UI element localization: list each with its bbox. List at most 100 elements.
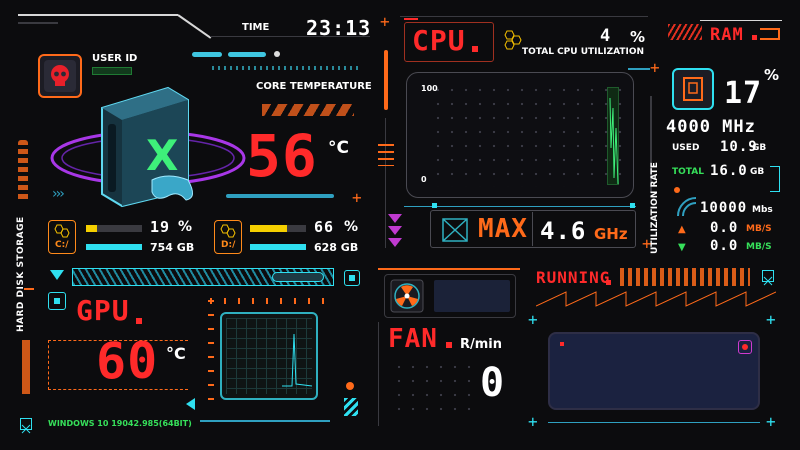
- console-device-illustration: X: [50, 86, 246, 208]
- drive-c-size: 754 GB: [150, 241, 195, 254]
- network-speed-unit: Mbs: [752, 205, 773, 215]
- triangle-stack-icon: [388, 214, 402, 252]
- hexagon-cluster-icon: [504, 30, 522, 50]
- signal-arc-icon: [677, 197, 697, 217]
- cpu-chart-frame-bottom: [404, 206, 636, 207]
- hexagon-icon: [220, 224, 236, 238]
- running-crosshair-1: +: [528, 310, 538, 329]
- max-frame: [430, 210, 636, 248]
- cpu-header-line: [400, 16, 648, 17]
- cpu-chart-bottom-label: 0: [421, 175, 427, 184]
- hazard-stripes: [262, 104, 354, 116]
- download-unit: MB/S: [746, 242, 772, 252]
- gpu-chart-ticks-top: [210, 298, 330, 304]
- cpu-utilization-unit: %: [630, 28, 646, 46]
- svg-text:X: X: [146, 131, 178, 180]
- chip-box-icon: [442, 218, 468, 242]
- scanner-button[interactable]: [344, 270, 360, 286]
- ram-side-bar: [650, 96, 652, 192]
- chain-decor-2: [22, 340, 30, 394]
- drive-d-percent-unit: %: [344, 219, 359, 235]
- header-frame-left-2: [18, 22, 58, 24]
- running-screen: [548, 332, 760, 410]
- running-crosshair-3: +: [528, 412, 538, 431]
- ram-percent-unit: %: [764, 66, 780, 84]
- drive-c-icon[interactable]: C:/: [48, 220, 76, 254]
- header-frame-right: [210, 36, 370, 37]
- core-temp-unit: °C: [328, 138, 349, 158]
- drive-c-letter: C:/: [55, 240, 69, 250]
- drive-d-icon[interactable]: D:/: [214, 220, 242, 254]
- fan-value: 0: [480, 360, 506, 406]
- ram-title: RAM: [710, 25, 744, 45]
- cpu-title-frame: [404, 22, 494, 62]
- utilization-rate-label: UTILIZATION RATE: [650, 162, 660, 254]
- status-dot: [274, 51, 280, 57]
- running-sawtooth: [536, 291, 776, 307]
- fan-title: FAN: [388, 324, 438, 354]
- ram-used-unit: GB: [752, 143, 767, 153]
- gpu-frame: [48, 340, 188, 390]
- close-box-icon[interactable]: [20, 418, 32, 434]
- progress-track-decor: [226, 194, 334, 198]
- fan-screen: [434, 280, 510, 312]
- ram-orange-dot: [674, 187, 680, 193]
- download-icon: ▼: [678, 242, 686, 253]
- max-unit: GHz: [594, 225, 628, 243]
- header-frame-slant: [177, 14, 212, 39]
- running-crosshair-2: +: [766, 310, 776, 329]
- running-close-icon[interactable]: [762, 270, 774, 286]
- ram-header-bracket: [760, 28, 780, 40]
- drive-c-cyan-bar: [86, 244, 142, 250]
- triangle-left-icon: [186, 398, 195, 410]
- drive-d-bar-fill: [250, 225, 287, 232]
- running-crosshair-4: +: [766, 412, 776, 431]
- fan-title-dot: [446, 342, 452, 348]
- cpu-utilization: 4: [600, 26, 612, 46]
- cpu-utilization-label: TOTAL CPU UTILIZATION: [522, 47, 645, 57]
- user-id-label: USER ID: [92, 53, 138, 64]
- crosshair-ram: +: [650, 58, 660, 77]
- drive-c-bar-fill: [86, 225, 97, 232]
- crosshair-decor: +: [352, 188, 362, 207]
- time-label: TIME: [242, 22, 270, 33]
- fan-panel: [378, 322, 520, 426]
- drive-d-size: 628 GB: [314, 241, 359, 254]
- gpu-chart-base: [200, 420, 330, 422]
- cpu-usage-chart: 100 0: [406, 72, 634, 198]
- cpu-chart-frame-dot: [432, 203, 437, 208]
- ram-stripes: [668, 24, 702, 40]
- header-frame-left: [18, 14, 178, 16]
- orange-dot: [346, 382, 354, 390]
- ram-total-unit: GB: [750, 167, 765, 177]
- cpu-chart-top-label: 100: [421, 84, 438, 93]
- upload-value: 0.0: [710, 220, 739, 236]
- drive-d-bar: [250, 225, 306, 232]
- hexagon-icon: [54, 224, 70, 238]
- ram-bracket: [770, 166, 780, 192]
- avatar[interactable]: [38, 54, 82, 98]
- hard-disk-label: HARD DISK STORAGE: [16, 216, 26, 332]
- gpu-chart-ticks-left: [208, 300, 214, 410]
- drive-c-bar: [86, 225, 142, 232]
- cpu-title: CPU: [412, 24, 466, 57]
- cyan-slashes: [344, 398, 358, 416]
- grid-tick-row: [212, 66, 362, 70]
- ram-chip-icon[interactable]: [672, 68, 714, 110]
- divider-line-v: [385, 118, 386, 248]
- cpu-chart-frame-dot-2: [630, 203, 635, 208]
- ram-header-line: [700, 20, 782, 21]
- fan-icon-panel: [384, 274, 516, 318]
- upload-icon: ▲: [678, 224, 686, 235]
- user-id-value: [92, 67, 132, 75]
- gpu-value: 60: [96, 332, 159, 390]
- network-speed: 10000: [700, 200, 748, 216]
- memory-chip-icon: [683, 77, 703, 101]
- cpu-header-line-blue: [628, 68, 650, 70]
- running-title-dot: [606, 280, 611, 285]
- gpu-unit: °C: [166, 344, 186, 363]
- max-value: 4.6: [540, 217, 587, 245]
- running-ticks: [620, 268, 750, 286]
- core-temp-label: CORE TEMPERATURE: [256, 81, 372, 92]
- triangle-down-icon: [50, 270, 64, 280]
